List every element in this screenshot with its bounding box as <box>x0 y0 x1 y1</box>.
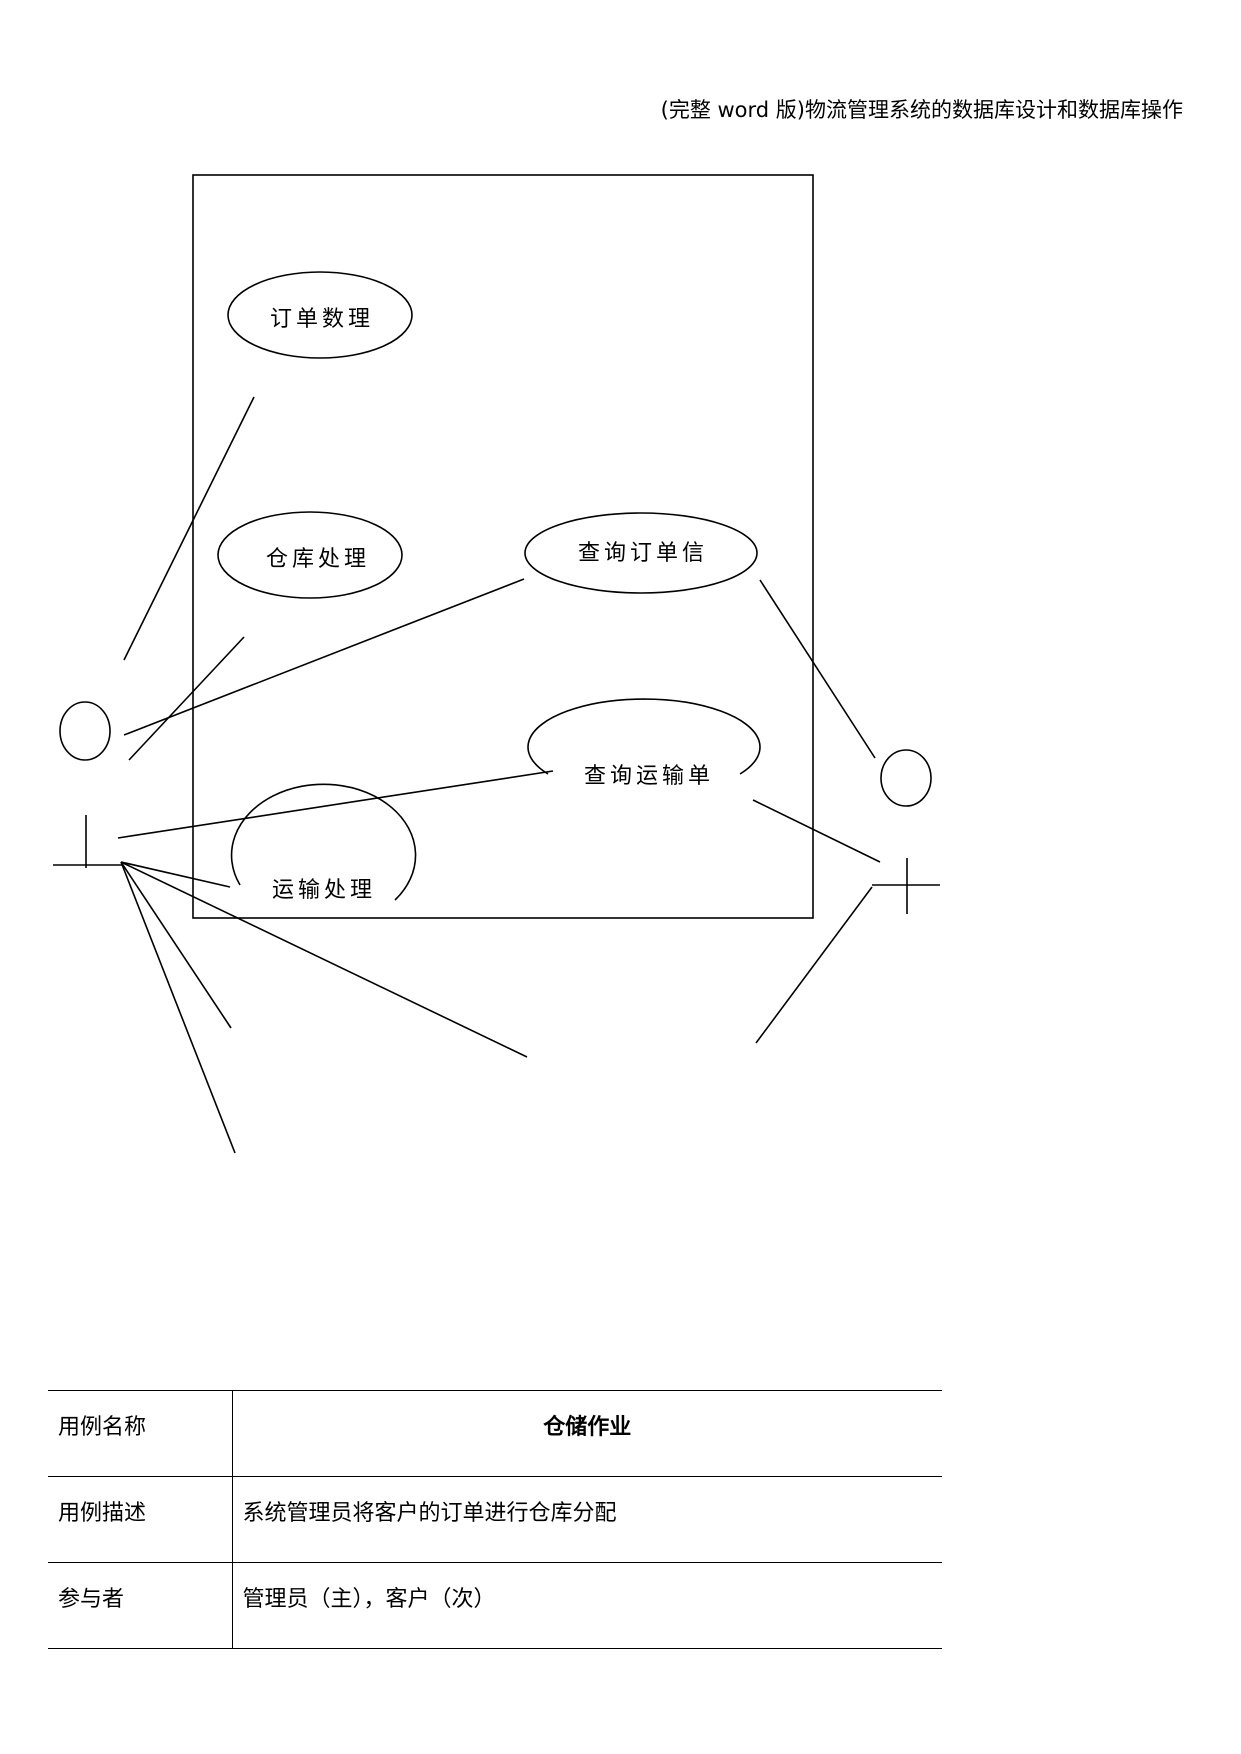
actor-left-head <box>59 701 111 761</box>
use-case-warehouse-ellipse <box>217 511 403 599</box>
use-case-transport-ellipse <box>230 783 417 901</box>
page-header-title: (完整 word 版)物流管理系统的数据库设计和数据库操作 <box>660 98 1183 122</box>
row-value-name: 仓储作业 <box>232 1390 942 1477</box>
use-case-warehouse-label: 仓库处理 <box>266 547 370 572</box>
use-case-diagram: 订单数理 仓库处理 查询订单信 查询运输单 运输处理 <box>53 174 940 1154</box>
use-case-query-transport-label: 查询运输单 <box>584 764 714 789</box>
association-line <box>128 636 245 761</box>
use-case-query-transport-ellipse <box>527 698 761 775</box>
association-line <box>759 579 876 759</box>
use-case-transport-label: 运输处理 <box>272 878 376 903</box>
association-line <box>117 770 554 839</box>
use-case-order-label: 订单数理 <box>270 307 374 332</box>
association-line <box>755 886 873 1044</box>
association-line <box>120 861 231 888</box>
table-row: 参与者 管理员（主），客户（次） <box>48 1562 942 1649</box>
use-case-query-order-ellipse <box>524 512 758 594</box>
table-row: 用例描述 系统管理员将客户的订单进行仓库分配 <box>48 1476 942 1563</box>
row-value-actors: 管理员（主），客户（次） <box>232 1562 942 1649</box>
association-line <box>123 578 525 736</box>
row-key-description: 用例描述 <box>48 1476 233 1563</box>
row-value-description: 系统管理员将客户的订单进行仓库分配 <box>232 1476 942 1563</box>
system-boundary <box>192 174 814 919</box>
association-line <box>120 861 232 1029</box>
row-key-actors: 参与者 <box>48 1562 233 1649</box>
association-line <box>752 799 881 863</box>
table-row: 用例名称 仓储作业 <box>48 1390 942 1477</box>
use-case-query-order-label: 查询订单信 <box>578 541 708 566</box>
association-line <box>120 861 528 1058</box>
association-line <box>123 396 255 661</box>
use-case-table: 用例名称 仓储作业 用例描述 系统管理员将客户的订单进行仓库分配 参与者 管理员… <box>48 1390 942 1649</box>
actor-right-head <box>880 749 932 807</box>
use-case-order-ellipse <box>227 271 413 359</box>
row-key-name: 用例名称 <box>48 1390 233 1477</box>
association-line <box>120 861 236 1154</box>
